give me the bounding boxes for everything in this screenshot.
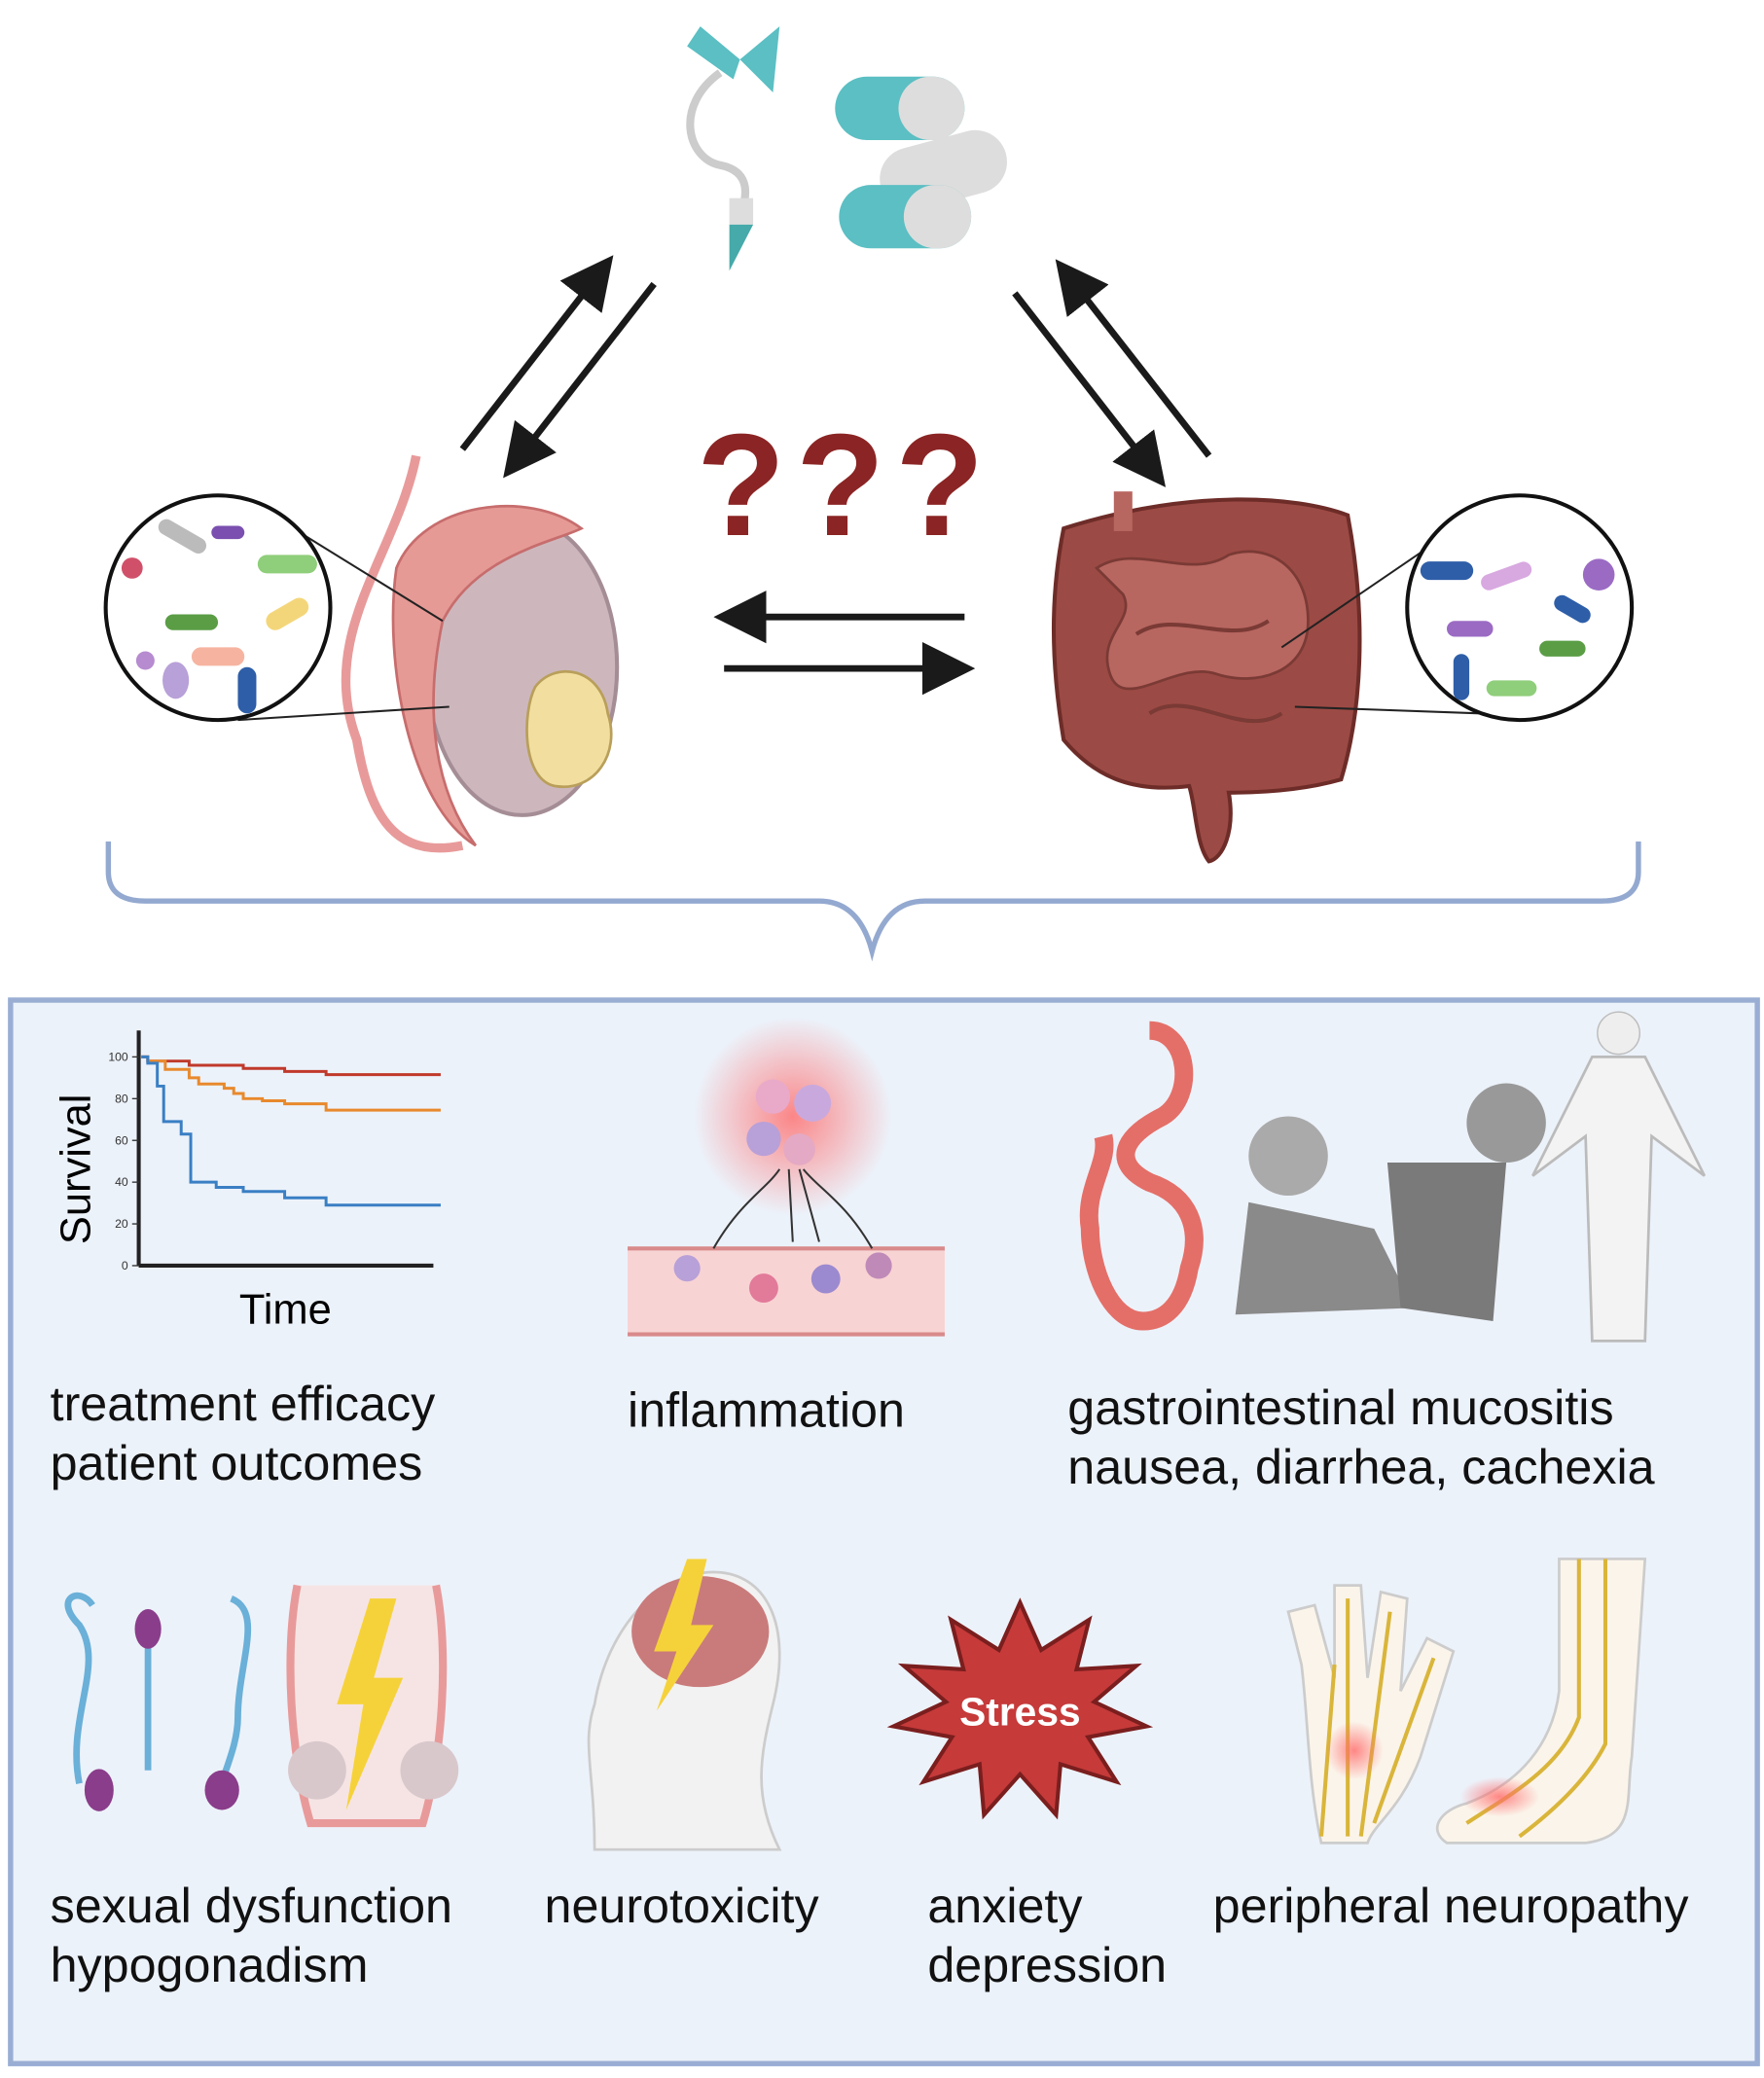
survival-chart: Survival Time 0 20 40 60 80 100	[53, 1030, 441, 1334]
pills-icon	[835, 76, 1007, 249]
inflammation-icon	[628, 1017, 945, 1337]
arrow-icon	[459, 255, 614, 451]
testis-with-tumor-icon	[341, 454, 620, 853]
outcome-text: patient outcomes	[50, 1436, 423, 1490]
y-tick-label: 20	[115, 1217, 128, 1231]
stress-burst-icon: Stress	[886, 1597, 1154, 1820]
stress-label: Stress	[959, 1690, 1081, 1735]
hand-and-foot-neuropathy-icon	[1286, 1558, 1647, 1845]
question-marks-icon: ???	[697, 404, 994, 566]
outcome-text: nausea, diarrhea, cachexia	[1067, 1440, 1655, 1494]
outcome-text: anxiety	[927, 1879, 1083, 1933]
lightning-icon	[337, 1598, 404, 1810]
sperm-and-reproductive-icon	[64, 1584, 459, 1828]
arrow-icon	[1012, 291, 1167, 487]
y-tick-label: 100	[108, 1050, 128, 1063]
arrow-icon	[1055, 259, 1212, 458]
outcome-text: inflammation	[628, 1382, 905, 1438]
outcome-text: gastrointestinal mucositis	[1067, 1380, 1614, 1435]
brace-connector	[105, 842, 1641, 962]
y-tick-label: 80	[115, 1092, 128, 1105]
outcome-text: depression	[927, 1938, 1168, 1992]
survival-curve-orange	[141, 1055, 441, 1112]
outcome-text: neurotoxicity	[544, 1879, 819, 1933]
interaction-arrows	[459, 255, 1212, 696]
x-axis-label: Time	[239, 1287, 332, 1334]
arrow-icon	[503, 281, 657, 479]
gastrointestinal-symptoms-icon	[1079, 1011, 1707, 1343]
outcome-text: hypogonadism	[50, 1938, 369, 1992]
y-tick-label: 0	[122, 1259, 128, 1272]
outcome-neurotoxicity: neurotoxicity	[544, 1876, 818, 1935]
y-tick-label: 60	[115, 1133, 128, 1147]
outcome-inflammation: inflammation	[628, 1380, 905, 1440]
head-with-brain-icon	[587, 1558, 782, 1851]
outcome-text: treatment efficacy	[50, 1377, 436, 1431]
y-axis-label: Survival	[53, 1094, 99, 1245]
intestine-icon	[1052, 491, 1362, 864]
outcome-text: sexual dysfunction	[50, 1879, 452, 1933]
y-tick-label: 40	[115, 1175, 128, 1189]
outcome-peripheral-neuropathy: peripheral neuropathy	[1213, 1876, 1689, 1935]
outcome-text: peripheral neuropathy	[1212, 1879, 1689, 1933]
catheter-icon	[686, 26, 780, 271]
microbiome-magnifier-right	[1280, 493, 1635, 723]
lightning-icon	[654, 1558, 714, 1711]
microbiome-magnifier-left	[103, 493, 450, 723]
survival-curve-blue	[141, 1055, 441, 1207]
